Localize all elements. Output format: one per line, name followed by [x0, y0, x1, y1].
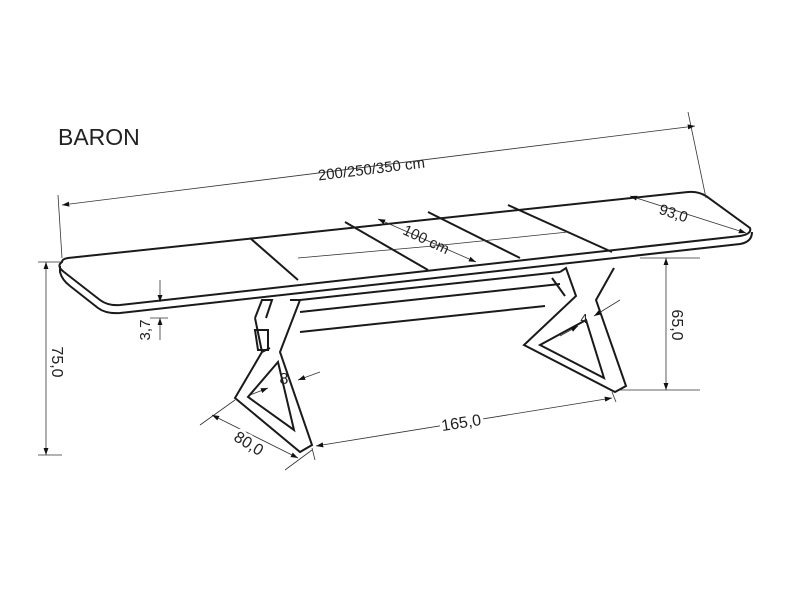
leg-thickness-label: 4	[580, 311, 587, 326]
extension-label: 100 cm	[400, 222, 452, 258]
leg-spacing-label: 165,0	[440, 412, 482, 435]
total-height-label: 75,0	[48, 346, 65, 377]
leg-width-label: 8	[280, 371, 289, 388]
dimension-lines	[38, 111, 747, 471]
left-leg	[233, 299, 314, 454]
tabletop	[58, 190, 753, 315]
apron	[299, 271, 561, 333]
leg-depth-label: 80,0	[231, 429, 267, 460]
width-label: 93,0	[657, 201, 690, 226]
length-label: 200/250/350 cm	[317, 155, 426, 185]
leg-height-label: 65,0	[668, 309, 685, 340]
top-thickness-label: 3,7	[137, 320, 154, 341]
